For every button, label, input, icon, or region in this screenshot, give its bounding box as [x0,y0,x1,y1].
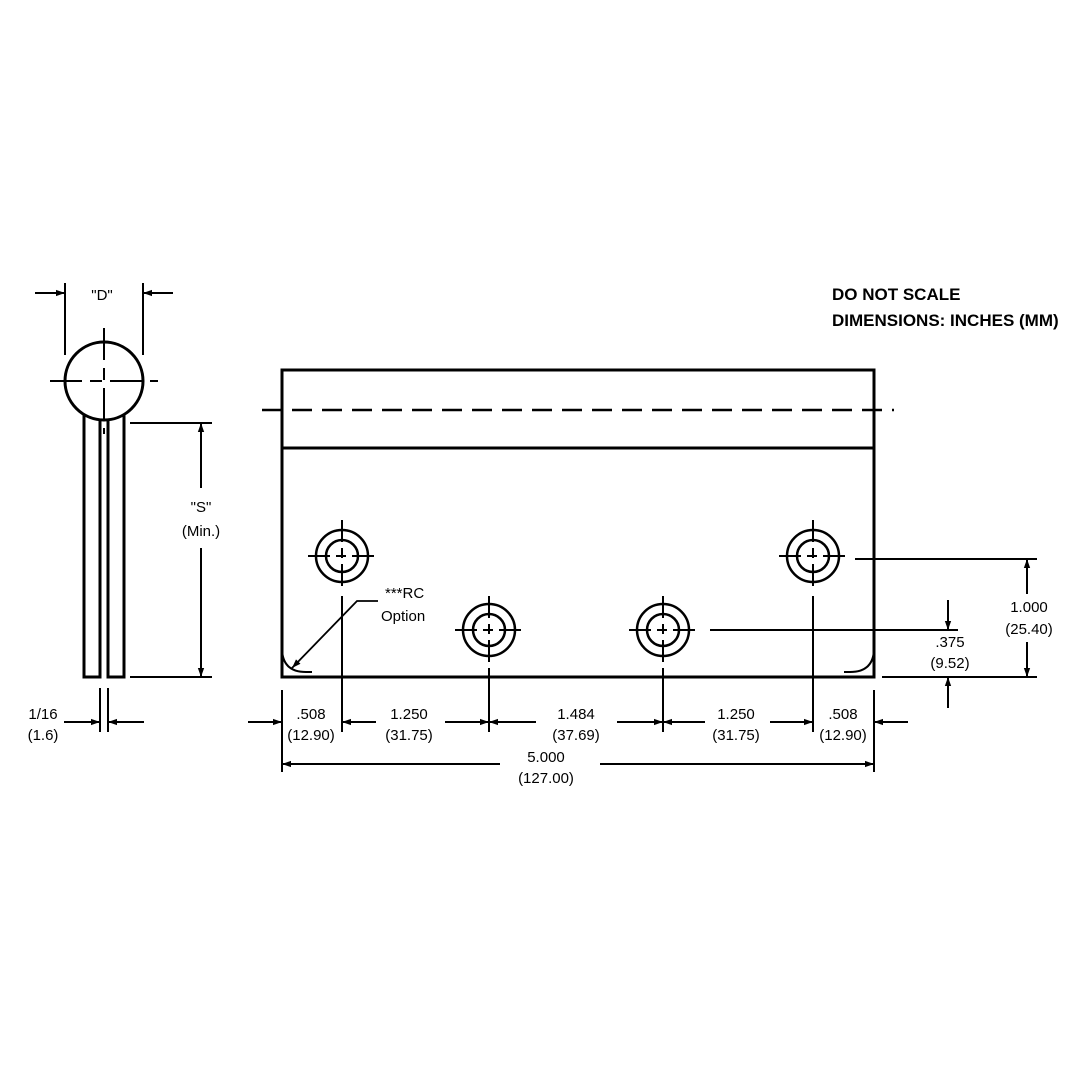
rc-option-label: ***RC [385,585,424,602]
dim-bottom-4-in: 1.250 [717,706,755,723]
side-view: "D" "S" (Min.) 1/16 (1.6) [28,283,220,744]
leaf-outline [280,448,876,679]
rc-option-label-2: Option [381,608,425,625]
dim-1000-in: 1.000 [1010,599,1048,616]
rc-corner-right [844,647,875,673]
right-leaf [106,414,126,679]
overall-in: 5.000 [527,749,565,766]
dim-bottom-3-in: 1.484 [557,706,595,723]
mounting-hole [455,596,523,664]
dim-375-in: .375 [935,634,964,651]
dim-1000-mm: (25.40) [1005,621,1053,638]
dim-bottom-2-in: 1.250 [390,706,428,723]
s-label: "S" [191,499,212,516]
overall-mm: (127.00) [518,770,574,787]
left-leaf [82,414,102,679]
dim-bottom-2-mm: (31.75) [385,727,433,744]
note-units: DIMENSIONS: INCHES (MM) [832,311,1059,330]
front-view: ***RC Option .508 (12.90) 1.250 (31.75) … [248,368,1053,787]
thickness-in: 1/16 [28,706,57,723]
d-label: "D" [91,287,112,304]
dim-bottom-5-mm: (12.90) [819,727,867,744]
note-do-not-scale: DO NOT SCALE [832,285,960,304]
dim-bottom-1-mm: (12.90) [287,727,335,744]
thickness-mm: (1.6) [28,727,59,744]
dim-bottom-4-mm: (31.75) [712,727,760,744]
dim-bottom-1-in: .508 [296,706,325,723]
s-sub-label: (Min.) [182,523,220,540]
rc-corner-left [281,647,312,673]
mounting-hole [779,520,847,592]
dim-bottom-5-in: .508 [828,706,857,723]
mounting-hole [629,596,697,664]
rc-leader [291,600,378,669]
dim-bottom-3-mm: (37.69) [552,727,600,744]
dim-375-mm: (9.52) [930,655,969,672]
mounting-hole [308,520,376,592]
